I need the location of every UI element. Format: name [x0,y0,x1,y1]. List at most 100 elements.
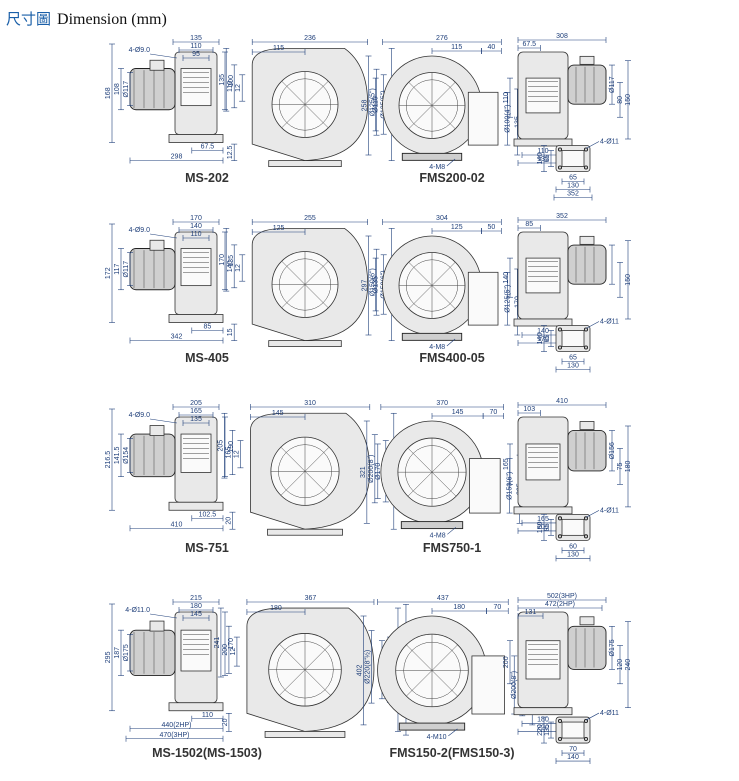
dimension-value: 140 [537,153,544,165]
dimension-value: Ø175 [123,644,130,661]
dimension-value: 110 [537,148,548,155]
dimension-value: 170 [219,254,226,266]
dimension-value: 50 [488,224,496,231]
dimension-value: 130 [567,183,579,190]
dimension-value: 180 [625,461,632,473]
mount-hole [583,165,589,170]
dimension-value: 141.5 [114,447,121,465]
outlet-duct [467,271,499,326]
title-en: Dimension (mm) [57,11,167,28]
dimension-value: 190 [228,441,235,453]
dimension-value: 95 [192,51,200,58]
dimension-value: 4-Ø11 [600,139,619,146]
mount-base [513,318,573,327]
dimension-value: 241 [214,637,221,649]
dimension-value: 67.5 [201,144,215,151]
mount-hole [583,516,589,521]
dimension-value: 120 [617,659,624,671]
dimension-value: 172 [105,267,112,279]
dimension-value: 4-M8 [429,164,445,171]
dimension-value: 205 [537,524,549,531]
dimension-value: 342 [171,334,183,341]
mount-base [513,506,573,515]
dimension-value: 20 [225,517,232,525]
dimension-value: Ø220(8"½) [364,650,372,684]
motor-body [567,625,607,670]
dimension-value: 65 [544,335,551,343]
mount-hole [583,345,589,350]
dimension-value: Ø150(6") [370,268,377,296]
dimension-value: 103 [523,406,535,413]
dimension-value: 352 [567,191,579,198]
dimension-value: 65 [569,355,577,362]
dimension-value: 352 [556,213,568,220]
leader-line [149,53,178,59]
dimension-value: 70 [569,746,577,753]
terminal-box [579,616,595,626]
mount-base [168,314,224,323]
dimension-value: 145 [452,409,464,416]
dimension-value: 12 [235,264,242,272]
motor-body [129,433,176,478]
terminal-box [149,425,165,436]
dimension-value: 115 [273,45,284,52]
dimension-value: 150 [625,94,632,106]
dimension-value: 70 [489,409,497,416]
dimension-value: 65 [544,155,551,163]
dimension-value: Ø200(8") [368,455,375,483]
dimension-value: 180 [190,603,202,610]
dimension-value: 170 [537,336,549,343]
motor-body [567,430,607,472]
dimension-value: 298 [171,154,183,161]
dimension-value: 65 [569,175,577,182]
dimension-value: 108 [114,83,121,95]
terminal-box [149,239,165,251]
model-label: MS-405 [185,351,229,365]
dimension-value: 110 [190,43,201,50]
outlet-duct [469,458,501,514]
motor-body [567,64,607,105]
dimension-value: 40 [488,44,496,51]
motor-body [129,248,176,291]
dimension-value: 216.5 [105,451,112,469]
inlet-flange [180,248,212,287]
dimension-value: Ø117 [609,76,616,93]
dimension-value: 12 [233,450,240,458]
base-opening [561,518,585,536]
inlet-flange [525,257,561,294]
dimension-value: 310 [304,400,316,407]
dimension-value: 165 [503,458,510,470]
dimension-value: 110 [227,81,234,92]
dimension-value: 70 [493,604,501,611]
dimension-value: 170 [190,215,202,222]
dimension-value: Ø117 [123,81,130,98]
blower-view-3: 43718070402Ø220(8"½)Ø200(8")Ø202(8")2404… [357,595,537,760]
dimension-value: 125 [451,224,463,231]
dimension-value: 215 [190,595,202,602]
mount-hole [583,147,589,152]
dimension-value: 470(3HP) [160,732,190,739]
mount-hole [583,327,589,332]
mount-hole [557,737,563,742]
inlet-flange [525,640,561,680]
dimension-value: 20 [222,718,229,726]
model-label: MS-202 [185,171,229,185]
dimension-value: 180 [537,717,549,724]
dimension-value: 180 [537,521,544,533]
terminal-box [149,59,165,71]
dimension-value: 12.5 [227,145,234,159]
inlet-flange [180,629,212,672]
dimension-value: 140 [503,272,510,284]
terminal-box [579,235,595,245]
mount-foot [401,152,463,161]
dimension-value: 135 [190,35,202,42]
dimension-value: 85 [525,221,533,228]
dimension-value: 100 [228,75,235,87]
page-header: 尺寸圖 Dimension (mm) [6,8,167,30]
dimension-value: 150 [625,274,632,286]
mount-hole [557,327,563,332]
motor-body [567,244,607,285]
